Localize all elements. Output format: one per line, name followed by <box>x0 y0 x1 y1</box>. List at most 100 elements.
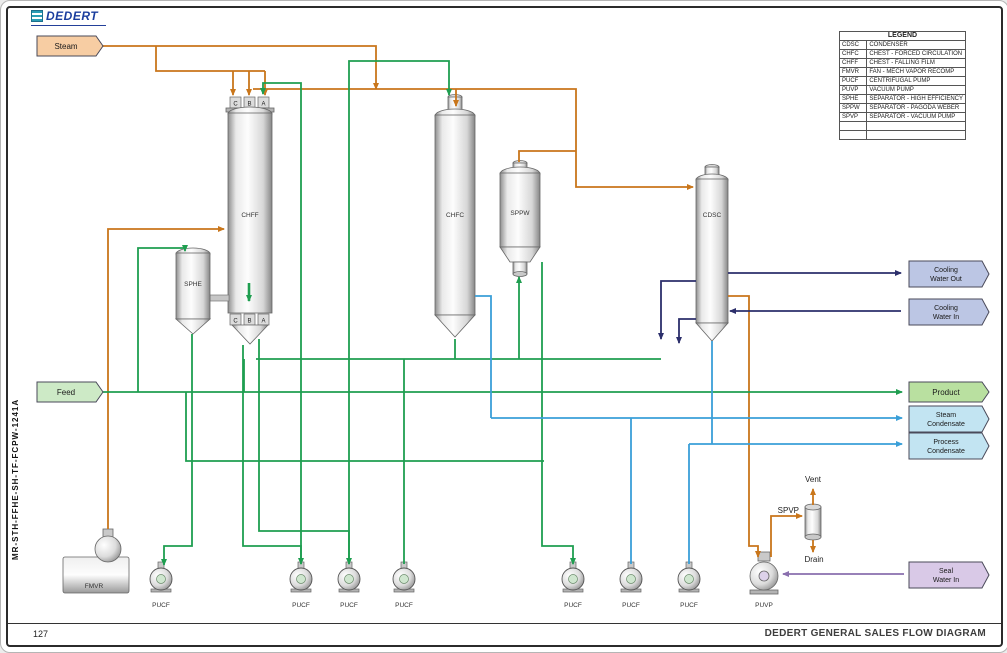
pipes-cooling-water <box>658 270 902 344</box>
tag-steam-condensate: Steam Condensate <box>908 405 990 433</box>
tag-label: Feed <box>57 388 75 397</box>
page-number: 127 <box>33 629 49 639</box>
pump-label: PUCF <box>292 602 310 609</box>
sppw-pagoda <box>499 246 541 263</box>
tag-shape <box>908 260 990 288</box>
legend-desc: CENTRIFUGAL PUMP <box>866 76 966 86</box>
vent-label: Vent <box>805 475 822 484</box>
pump-puvp: PUVP <box>749 551 779 609</box>
chfc-cone <box>434 314 476 338</box>
pump-body <box>677 561 701 593</box>
chfc-label: CHFC <box>446 212 464 219</box>
pump-pucf-2: PUCF <box>289 561 313 609</box>
sphe-label: SPHE <box>184 281 202 288</box>
tag-seal-water-in: Seal Water In <box>908 561 990 589</box>
legend-row: CHFF CHEST - FALLING FILM <box>838 58 966 68</box>
tag-cooling-water-in: Cooling Water In <box>908 298 990 326</box>
legend-row: PUVP VACUUM PUMP <box>838 85 966 95</box>
legend-code: CHFC <box>838 49 868 59</box>
tag-shape <box>908 298 990 326</box>
tag-label: Steam <box>936 412 956 419</box>
fan-fmvr: FMVR <box>62 528 130 594</box>
tag-label: Cooling <box>934 267 958 274</box>
tag-label: Seal <box>939 568 953 575</box>
sppw-label: SPPW <box>510 210 530 217</box>
vessel-spvp: SPVP <box>778 503 822 541</box>
legend-title: LEGEND <box>839 31 966 41</box>
tag-label: Water In <box>933 577 959 584</box>
pump-label: PUCF <box>680 602 698 609</box>
cdsc-label: CDSC <box>703 212 722 219</box>
legend-desc: CHEST - FORCED CIRCULATION <box>866 49 966 59</box>
tag-feed: Feed <box>36 381 104 403</box>
pump-body <box>392 561 416 593</box>
legend-row: CDSC CONDENSER <box>838 40 966 50</box>
legend-code: FMVR <box>838 67 868 77</box>
legend-row: FMVR FAN - MECH VAPOR RECOMP <box>838 67 966 77</box>
vessel-cdsc: CDSC <box>695 164 729 342</box>
pump-body <box>337 561 361 593</box>
tag-shape <box>36 381 104 403</box>
puvp-hub <box>758 570 770 582</box>
sppw-lower-cap <box>512 271 528 277</box>
sphe-cone <box>174 318 212 335</box>
tag-label: Water Out <box>930 276 962 283</box>
pump-body <box>149 561 173 593</box>
puvp-label: PUVP <box>755 602 773 609</box>
drain-label: Drain <box>804 555 823 564</box>
drawing-code: MR-STH-FFHE-SH-TF-FCPW-1241A <box>11 398 20 561</box>
chff-cone <box>231 324 269 345</box>
chff-nozzle-a-label: A <box>261 102 265 108</box>
legend-header-row: LEGEND <box>839 31 966 41</box>
legend-code: SPHE <box>838 94 868 104</box>
legend-code: PUVP <box>838 85 868 95</box>
feed-pipe <box>348 60 452 564</box>
steam-pipe <box>155 46 265 72</box>
tag-steam: Steam <box>36 35 104 57</box>
steam-pipe <box>728 295 761 558</box>
spvp-cap-bottom <box>804 533 822 541</box>
tag-shape <box>36 35 104 57</box>
footer-divider <box>8 623 1001 624</box>
pump-label: PUCF <box>622 602 640 609</box>
feed-pipe <box>260 82 302 564</box>
chff-bottom-b-label: B <box>247 319 251 325</box>
cooling-water-pipe <box>658 280 696 340</box>
pipes-feed-product <box>103 60 903 566</box>
pump-pucf-1: PUCF <box>149 561 173 609</box>
tag-process-condensate: Process Condensate <box>908 432 990 460</box>
vessel-sppw: SPPW <box>499 160 541 277</box>
spvp-label: SPVP <box>778 506 799 515</box>
tag-shape <box>908 405 990 433</box>
steam-pipe <box>770 513 803 557</box>
chff-label: CHFF <box>241 212 258 219</box>
legend-desc: SEPARATOR - VACUUM PUMP <box>866 112 966 122</box>
tag-shape <box>908 381 990 403</box>
fmvr-body <box>62 556 130 594</box>
condensate-pipe <box>475 295 492 418</box>
legend-desc: SEPARATOR - PAGODA WEBER <box>866 103 966 113</box>
feed-pipe <box>541 262 576 565</box>
pipes-condensate <box>475 295 903 564</box>
dedert-logo-icon <box>31 10 43 22</box>
chff-shell <box>227 112 273 314</box>
pump-body <box>619 561 643 593</box>
tag-label: Cooling <box>934 305 958 312</box>
chff-bottom-c-label: C <box>233 319 238 325</box>
equipment-layer: C B A C B A CHFF SPHE <box>62 94 822 609</box>
pump-pucf-5: PUCF <box>561 561 585 609</box>
vessel-chff: C B A C B A CHFF <box>225 96 275 345</box>
spvp-shell <box>804 506 822 538</box>
chff-nozzle-b-label: B <box>247 102 251 108</box>
pump-label: PUCF <box>152 602 170 609</box>
legend-row: SPPW SEPARATOR - PAGODA WEBER <box>838 103 966 113</box>
footer-title: DEDERT GENERAL SALES FLOW DIAGRAM <box>764 628 986 639</box>
cdsc-shell <box>695 178 729 324</box>
steam-pipe <box>518 150 576 162</box>
legend-code: SPPW <box>838 103 868 113</box>
legend-desc: SEPARATOR - HIGH EFFICIENCY <box>866 94 966 104</box>
pump-pucf-3: PUCF <box>337 561 361 609</box>
legend-desc: VACUUM PUMP <box>866 85 966 95</box>
steam-pipe <box>103 45 379 90</box>
